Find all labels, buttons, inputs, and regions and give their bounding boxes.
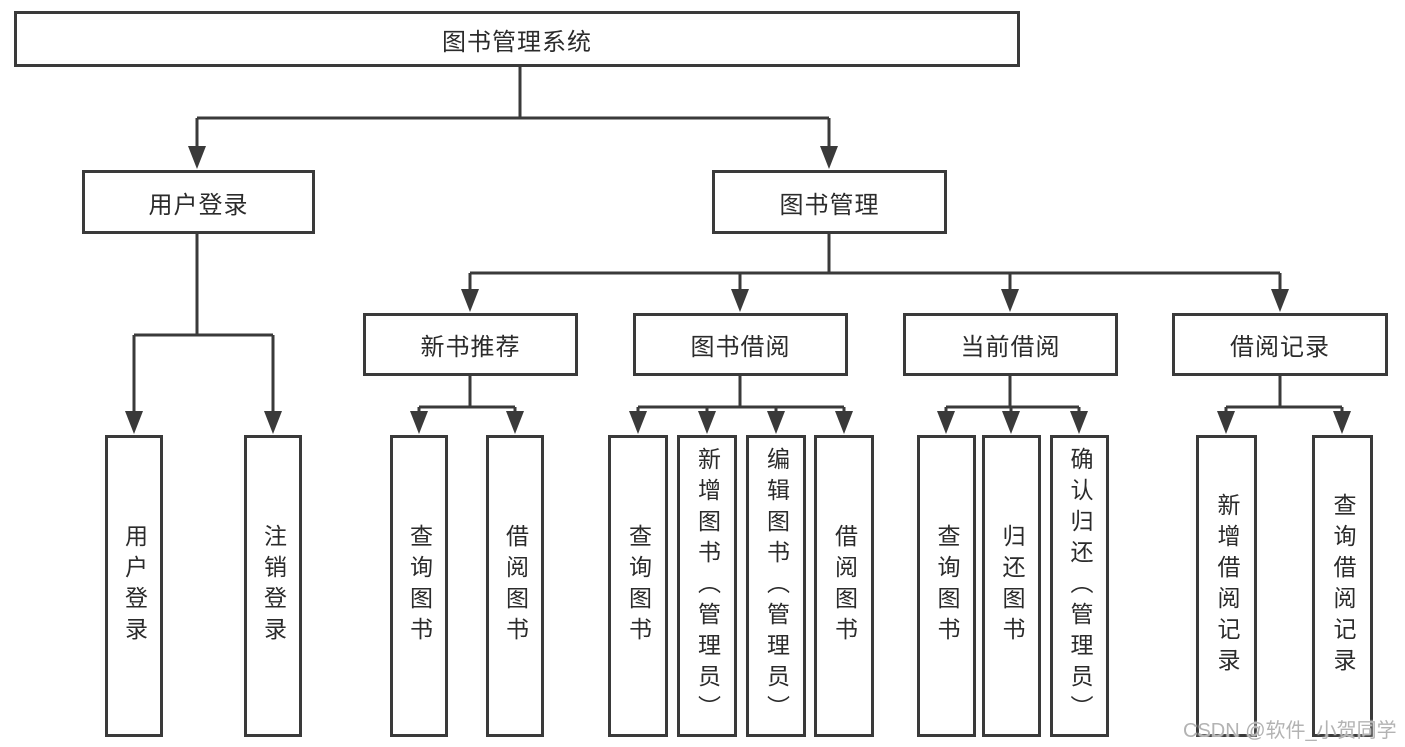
node-new-book-recommend: 新书推荐 (363, 313, 578, 376)
leaf-confirm-return-admin: 确认归还（管理员） (1050, 435, 1109, 737)
leaf-logout: 注销登录 (244, 435, 302, 737)
leaf-borrow-books-label: 借阅图书 (831, 524, 858, 648)
leaf-logout-label: 注销登录 (260, 524, 287, 648)
leaf-return-books: 归还图书 (982, 435, 1041, 737)
node-user-login-label: 用户登录 (148, 191, 249, 219)
leaf-confirm-return-admin-label: 确认归还（管理员） (1067, 446, 1093, 726)
leaf-query-books-current: 查询图书 (917, 435, 976, 737)
node-book-borrow-label: 图书借阅 (690, 334, 791, 361)
node-current-borrow-label: 当前借阅 (960, 334, 1061, 361)
leaf-query-borrow-record-label: 查询借阅记录 (1330, 493, 1356, 679)
leaf-borrow-books-recommend: 借阅图书 (486, 435, 544, 737)
leaf-query-books-borrow: 查询图书 (608, 435, 668, 737)
node-borrow-records-label: 借阅记录 (1230, 334, 1330, 361)
node-borrow-records: 借阅记录 (1172, 313, 1388, 376)
leaf-query-books-current-label: 查询图书 (934, 524, 960, 648)
leaf-query-borrow-record: 查询借阅记录 (1312, 435, 1373, 737)
leaf-query-books-recommend-label: 查询图书 (406, 524, 433, 648)
node-user-login: 用户登录 (82, 170, 315, 234)
connector-arrows (125, 146, 1351, 434)
node-new-book-recommend-label: 新书推荐 (420, 334, 521, 361)
node-book-management-label: 图书管理 (779, 191, 880, 219)
leaf-query-books-recommend: 查询图书 (390, 435, 448, 737)
csdn-watermark: CSDN @软件_小贺同学 (1183, 720, 1397, 742)
leaf-user-login: 用户登录 (105, 435, 163, 737)
leaf-borrow-books: 借阅图书 (814, 435, 874, 737)
leaf-query-books-borrow-label: 查询图书 (625, 524, 652, 648)
node-root: 图书管理系统 (14, 11, 1020, 67)
node-current-borrow: 当前借阅 (903, 313, 1118, 376)
node-root-label: 图书管理系统 (442, 28, 592, 56)
node-book-management: 图书管理 (712, 170, 947, 234)
leaf-edit-book-admin-label: 编辑图书（管理员） (763, 446, 790, 726)
leaf-add-borrow-record: 新增借阅记录 (1196, 435, 1257, 737)
node-book-borrow: 图书借阅 (633, 313, 848, 376)
leaf-user-login-label: 用户登录 (121, 524, 148, 648)
leaf-edit-book-admin: 编辑图书（管理员） (746, 435, 806, 737)
leaf-return-books-label: 归还图书 (999, 524, 1025, 648)
leaf-borrow-books-recommend-label: 借阅图书 (502, 524, 529, 648)
leaf-add-book-admin: 新增图书（管理员） (677, 435, 737, 737)
leaf-add-book-admin-label: 新增图书（管理员） (694, 446, 721, 726)
leaf-add-borrow-record-label: 新增借阅记录 (1214, 493, 1240, 679)
